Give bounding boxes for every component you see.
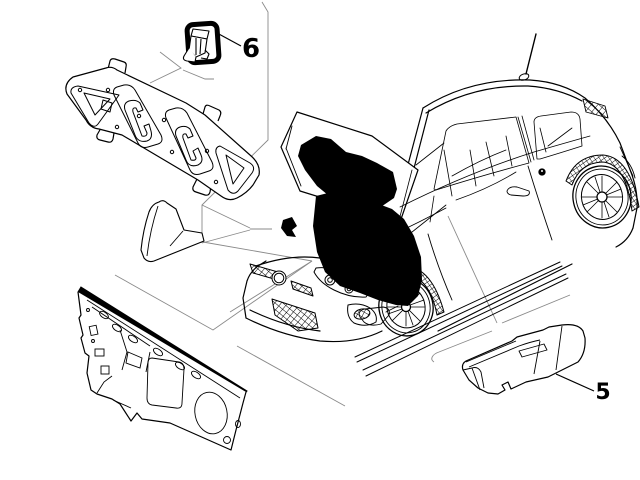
dash-firewall-insulation-panel — [77, 286, 248, 451]
highlighted-insulation-silhouettes — [281, 136, 422, 306]
side-insulation-pad — [461, 324, 586, 395]
callout-label-6: 6 — [242, 34, 260, 64]
rear-wheel — [572, 165, 632, 229]
pointer-lines — [114, 1, 571, 407]
vehicle-three-quarter-view — [242, 33, 640, 377]
hood-insulation-panel — [65, 58, 260, 201]
hood-insulation-retaining-clip — [182, 20, 222, 66]
callout-leaders — [216, 32, 595, 392]
callout-label-5: 5 — [595, 380, 610, 405]
cowl-side-wedge-pad — [140, 200, 205, 263]
